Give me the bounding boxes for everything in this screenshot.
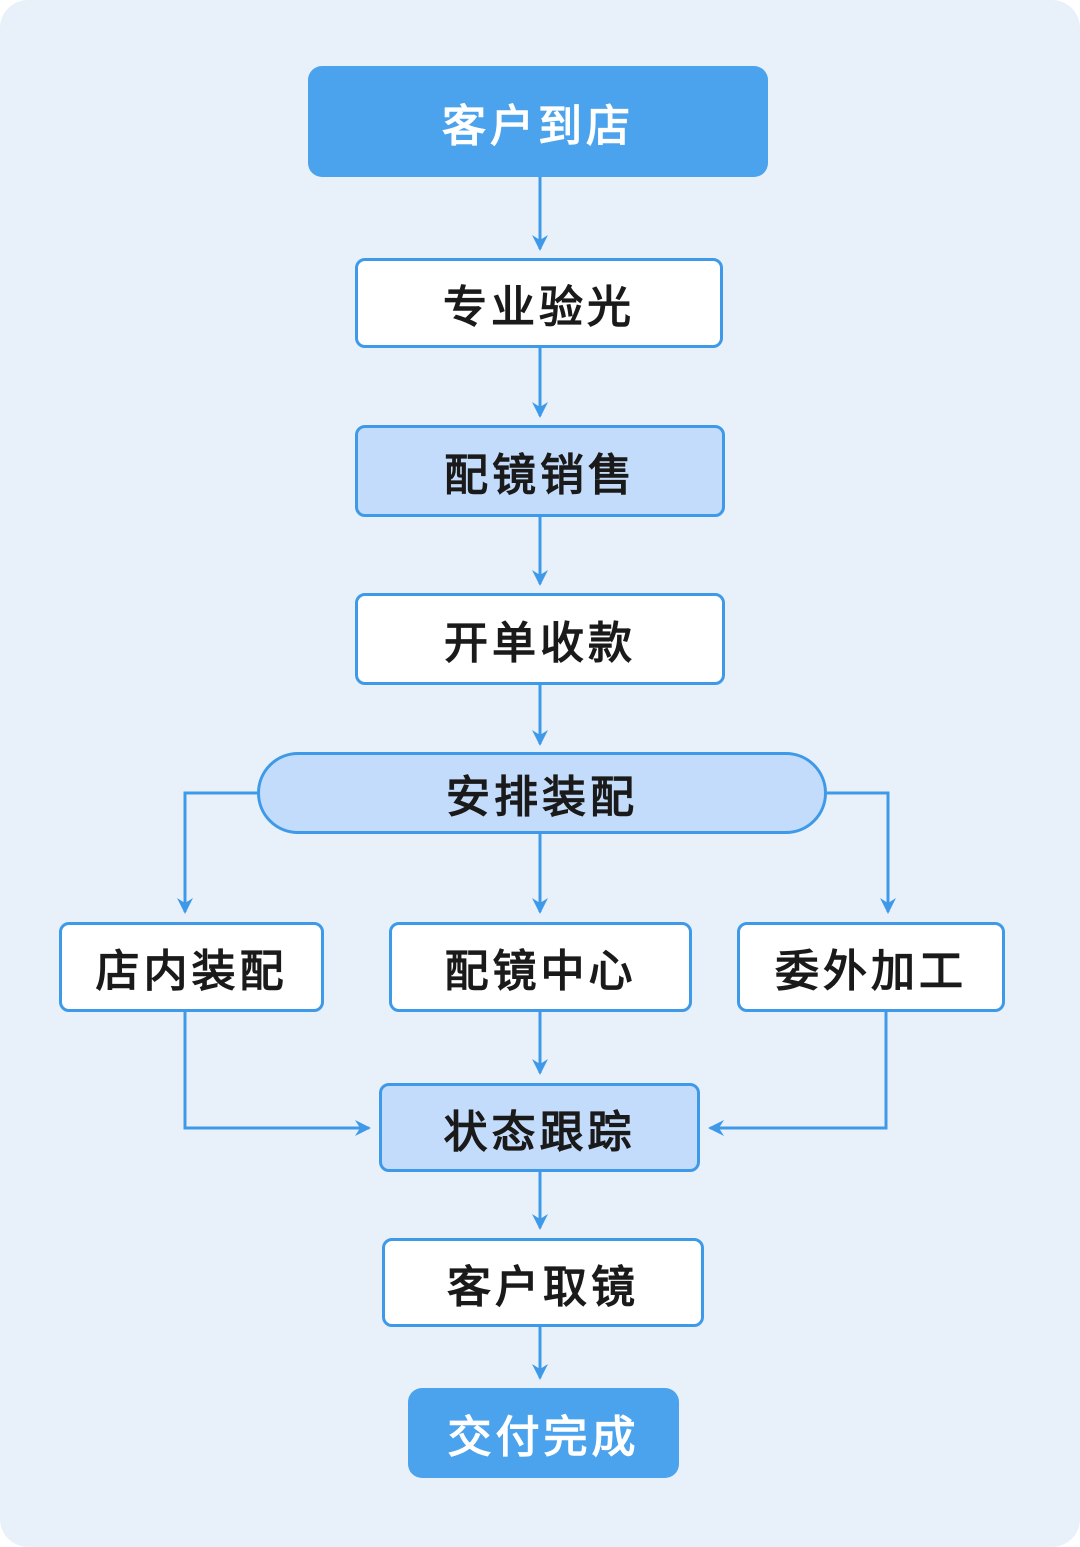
arrow-outsourced-to-tracking [708, 1012, 888, 1136]
arrow-assembly-to-outsourced [827, 791, 896, 914]
node-label: 安排装配 [446, 773, 638, 822]
node-label: 配镜中心 [444, 947, 637, 996]
node-label: 客户到店 [442, 101, 634, 151]
node-lens-center: 配镜中心 [389, 922, 692, 1012]
node-label: 专业验光 [443, 283, 635, 332]
node-customer-arrives: 客户到店 [308, 66, 768, 177]
node-billing-payment: 开单收款 [355, 593, 725, 685]
arrow-assembly-to-instore [177, 791, 257, 914]
arrow-instore-to-tracking [183, 1012, 371, 1136]
node-arrange-assembly: 安排装配 [257, 752, 827, 834]
node-label: 配镜销售 [444, 451, 636, 500]
node-delivery-complete: 交付完成 [408, 1388, 679, 1478]
node-label: 委外加工 [775, 947, 967, 996]
node-optometry: 专业验光 [355, 258, 723, 348]
node-label: 客户取镜 [447, 1262, 639, 1312]
node-in-store-assembly: 店内装配 [59, 922, 324, 1012]
node-customer-pickup: 客户取镜 [382, 1238, 704, 1327]
node-status-tracking: 状态跟踪 [379, 1083, 700, 1172]
node-label: 开单收款 [444, 619, 636, 668]
node-label: 状态跟踪 [443, 1107, 636, 1157]
node-label: 店内装配 [95, 947, 288, 996]
node-glasses-sales: 配镜销售 [355, 425, 725, 517]
node-label: 交付完成 [447, 1413, 640, 1462]
node-outsourced-work: 委外加工 [737, 922, 1005, 1012]
